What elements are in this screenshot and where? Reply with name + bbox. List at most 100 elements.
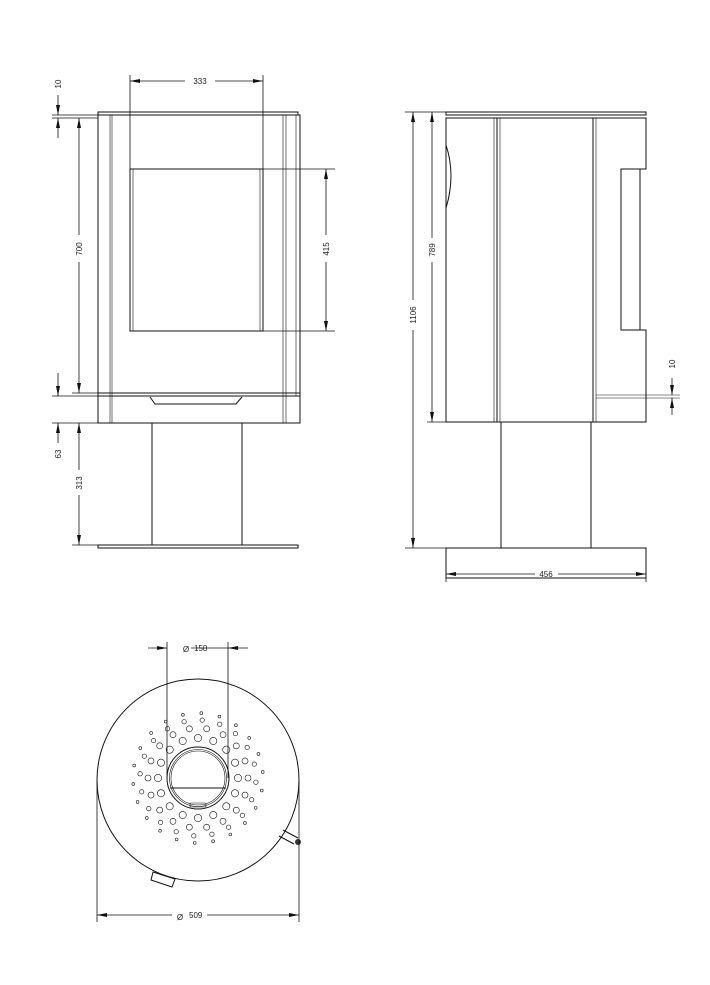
- dim-base-height: 63: [54, 449, 63, 458]
- top-view: Ø 150 Ø 509: [96, 642, 301, 922]
- vent-hole: [186, 823, 193, 831]
- vent-hole: [233, 742, 240, 750]
- air-control: [150, 871, 176, 888]
- vent-hole: [147, 791, 155, 799]
- vent-hole: [253, 779, 259, 785]
- vent-hole: [219, 731, 227, 739]
- dim-flue-diameter: 150: [194, 644, 208, 653]
- vent-hole: [239, 812, 245, 818]
- vent-hole: [191, 833, 197, 839]
- vent-hole: [193, 841, 197, 845]
- dim-body-height: 700: [75, 242, 84, 256]
- vent-hole: [144, 774, 152, 782]
- vent-hole: [147, 757, 155, 765]
- vent-hole: [145, 816, 149, 820]
- dim-door-height: 415: [322, 242, 331, 256]
- vent-hole: [173, 829, 179, 835]
- vent-hole: [194, 814, 202, 822]
- vent-hole: [234, 774, 242, 782]
- dim-lip: 10: [668, 359, 677, 368]
- vent-hole: [226, 824, 232, 830]
- top-plate: [445, 111, 647, 116]
- vent-hole: [165, 745, 174, 754]
- vent-hole: [158, 819, 164, 825]
- side-view: 1106 789 456 10: [405, 111, 680, 582]
- door-glass: [129, 168, 264, 332]
- vent-hole: [209, 831, 215, 837]
- vent-hole: [178, 811, 187, 819]
- vent-hole: [149, 731, 153, 735]
- vent-hole: [199, 717, 205, 723]
- vent-hole: [146, 806, 152, 812]
- pedestal: [500, 421, 592, 549]
- vent-hole: [241, 791, 249, 799]
- vent-hole: [244, 774, 252, 782]
- vent-hole: [217, 721, 223, 727]
- dim-body-height: 789: [428, 243, 437, 257]
- diameter-symbol: Ø: [183, 645, 189, 654]
- handle-knob: [295, 839, 301, 845]
- vent-hole: [256, 752, 261, 756]
- vent-hole: [249, 797, 255, 803]
- vent-hole: [137, 771, 143, 777]
- dim-outer-diameter: 509: [189, 911, 203, 920]
- dim-door-width: 333: [193, 77, 207, 86]
- vent-hole: [244, 744, 250, 750]
- vent-hole: [209, 737, 218, 745]
- flue-opening: [166, 746, 230, 810]
- vent-hole: [254, 806, 258, 810]
- dim-pedestal-height: 313: [75, 476, 84, 490]
- vent-hole: [260, 788, 264, 793]
- vent-hole: [243, 821, 247, 825]
- vent-hole: [222, 745, 231, 754]
- body-outline: [97, 114, 301, 424]
- vent-hole: [233, 806, 240, 814]
- vent-hole: [181, 719, 187, 725]
- vent-hole: [194, 734, 202, 742]
- door-handle: [445, 144, 452, 209]
- vent-hole: [157, 758, 165, 767]
- front-view: 333 415 10 700 63 313: [52, 75, 335, 549]
- vent-hole: [251, 761, 257, 767]
- vent-hole: [219, 817, 227, 825]
- vent-hole: [158, 829, 162, 833]
- vent-hole: [135, 800, 140, 804]
- vent-hole: [154, 774, 162, 782]
- vent-hole: [209, 811, 218, 819]
- vent-hole: [199, 711, 204, 715]
- side-handle: [278, 829, 299, 845]
- vent-hole: [165, 802, 174, 811]
- vent-hole: [181, 713, 185, 717]
- vent-hole: [169, 817, 177, 825]
- vent-hole: [156, 806, 163, 814]
- vent-hole: [203, 725, 210, 733]
- dim-total-height: 1106: [409, 306, 418, 324]
- vent-hole: [231, 789, 239, 798]
- diameter-symbol-outer: Ø: [177, 913, 183, 922]
- vent-hole: [174, 837, 179, 842]
- vent-hole: [138, 746, 143, 750]
- vent-hole: [234, 723, 238, 727]
- vent-hole: [211, 839, 215, 843]
- ash-lip: [149, 396, 243, 405]
- vent-hole: [156, 742, 163, 750]
- vent-hole: [261, 770, 265, 774]
- vent-hole: [186, 725, 193, 733]
- dim-foot-width: 456: [539, 570, 553, 579]
- vent-hole: [151, 738, 157, 744]
- vent-hole: [231, 758, 239, 767]
- vent-hole: [178, 737, 187, 745]
- vent-hole: [139, 789, 145, 795]
- vent-hole: [131, 782, 136, 786]
- vent-hole: [169, 731, 177, 739]
- vent-hole: [232, 731, 238, 737]
- foot-plate: [97, 544, 299, 549]
- vent-hole: [222, 802, 231, 811]
- rear-recess: [620, 168, 641, 331]
- pedestal: [151, 422, 243, 546]
- vent-hole: [241, 757, 249, 765]
- vent-holes: [131, 711, 265, 845]
- outer-circle: [96, 678, 300, 882]
- vent-hole: [141, 753, 147, 759]
- vent-hole: [203, 823, 210, 831]
